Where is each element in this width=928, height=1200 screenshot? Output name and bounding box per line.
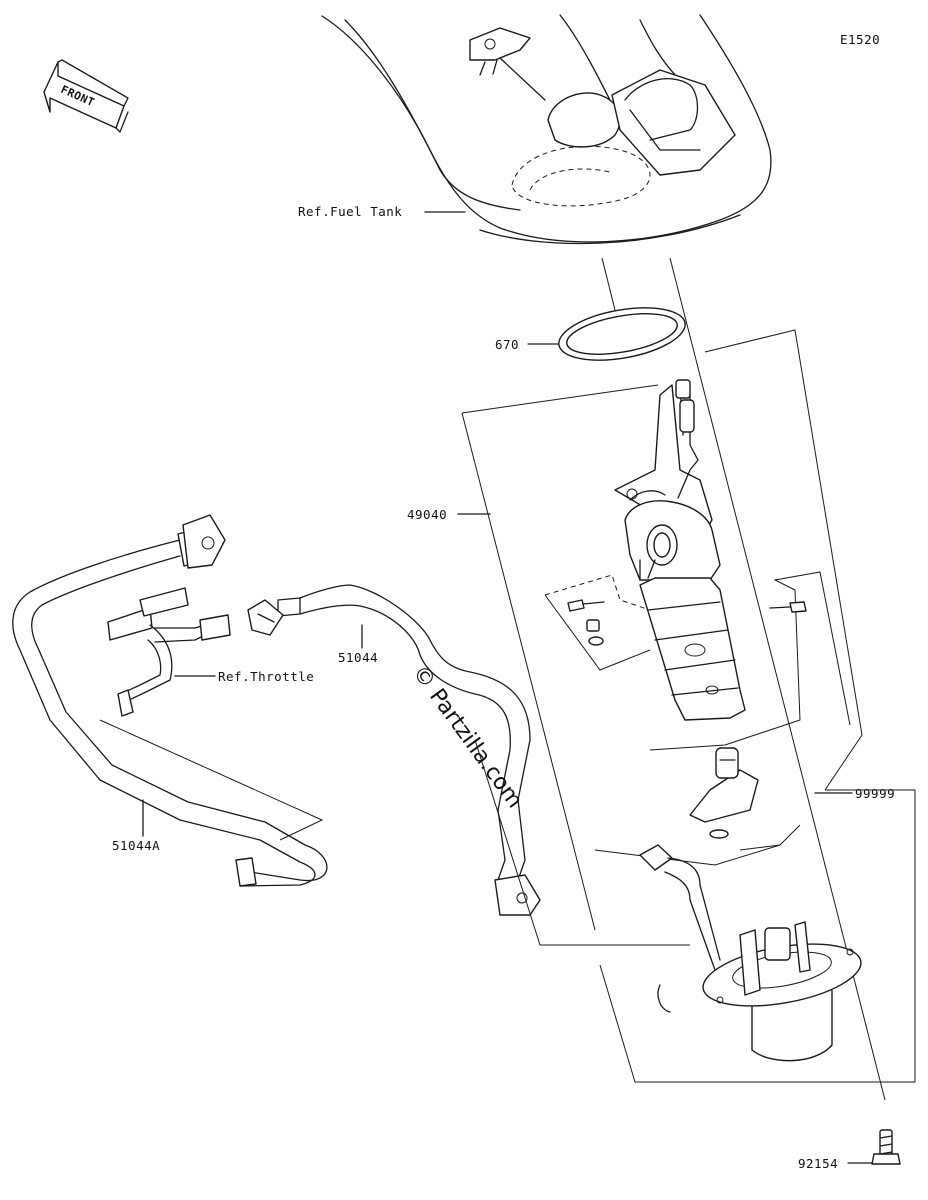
callout-fuel-tank: Ref.Fuel Tank [298, 204, 402, 219]
front-arrow-icon: FRONT [43, 59, 129, 133]
fuel-pump-assembly [567, 379, 862, 1062]
callout-kit: 99999 [855, 786, 895, 801]
bolt-92154 [871, 1129, 901, 1165]
watermark: © Partzilla.com [407, 661, 527, 813]
o-ring [558, 307, 686, 361]
fuel-hose-51044 [247, 584, 541, 916]
callout-hose-lower: 51044A [112, 838, 160, 853]
callout-bolt: 92154 [798, 1156, 838, 1171]
fuel-tank-illustration [321, 14, 772, 245]
callout-throttle: Ref.Throttle [218, 669, 314, 684]
throttle-t-joint [107, 587, 231, 717]
callout-o-ring: 670 [495, 337, 519, 352]
diagram-code: E1520 [840, 32, 880, 47]
callout-hose-upper: 51044 [338, 650, 378, 665]
fuel-hose-51044a [12, 514, 328, 887]
callout-fuel-pump: 49040 [407, 507, 447, 522]
